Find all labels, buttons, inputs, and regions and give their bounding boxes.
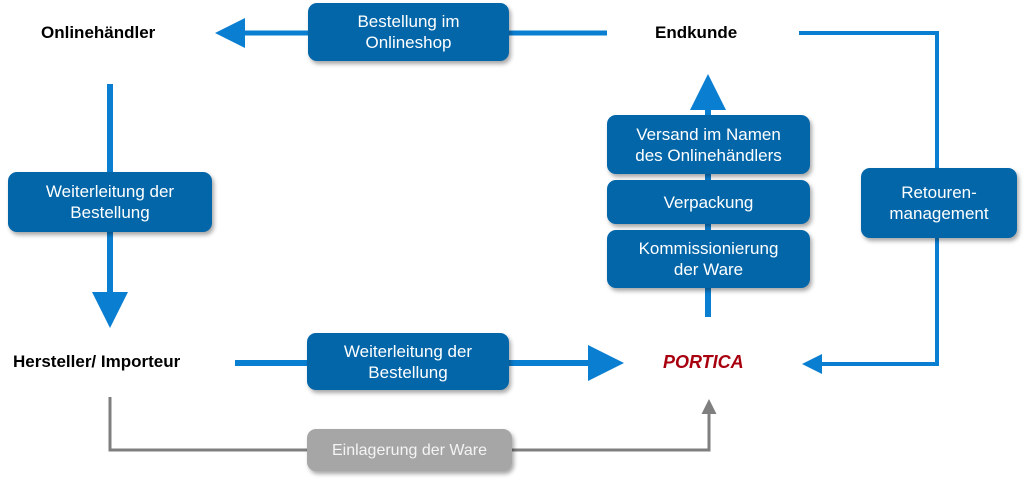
node-portica: PORTICA bbox=[663, 352, 744, 372]
step-storage: Einlagerung der Ware bbox=[307, 429, 512, 471]
step-forward-order-left: Weiterleitung der Bestellung bbox=[8, 172, 212, 232]
node-end-customer: Endkunde bbox=[655, 23, 738, 42]
step-picking: Kommissionierung der Ware bbox=[607, 230, 810, 288]
step-order-online-shop: Bestellung im Onlineshop bbox=[308, 3, 509, 61]
step-returns: Retouren- management bbox=[861, 168, 1017, 238]
step-packaging: Verpackung bbox=[607, 180, 810, 224]
step-forward-order-bottom: Weiterleitung der Bestellung bbox=[307, 333, 509, 390]
node-online-retailer: Onlinehändler bbox=[41, 23, 156, 42]
node-manufacturer: Hersteller/ Importeur bbox=[13, 352, 181, 371]
step-shipping: Versand im Namen des Onlinehändlers bbox=[607, 115, 810, 174]
